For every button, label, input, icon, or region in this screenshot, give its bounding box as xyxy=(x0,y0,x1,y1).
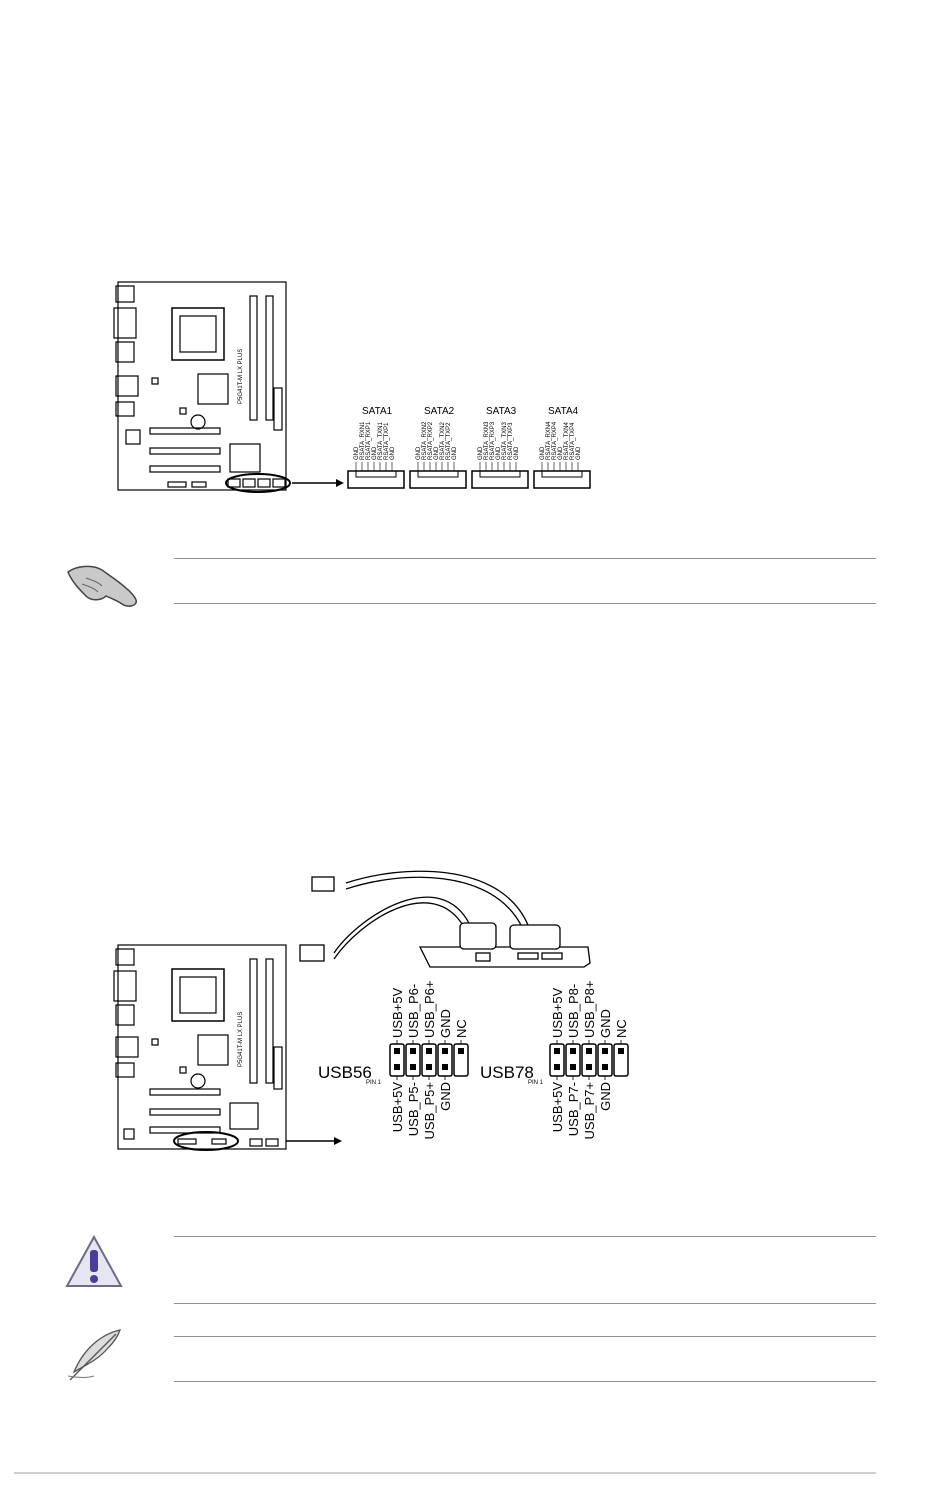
usb78-label: USB78 xyxy=(480,1063,534,1082)
svg-text:GND: GND xyxy=(558,446,564,460)
svg-text:USB+5V: USB+5V xyxy=(550,987,565,1038)
sata4-label: SATA4 xyxy=(548,406,579,417)
usb56-header: USB56 PIN 1 USB+5V USB_P6- USB_P6+ GND N… xyxy=(318,981,469,1140)
svg-text:USB+5V: USB+5V xyxy=(390,987,405,1038)
usb-connector-figure: P5G41T-M LX PLUS xyxy=(113,870,591,1151)
svg-text:GND: GND xyxy=(540,446,546,460)
svg-text:RSATA_RXN4: RSATA_RXN4 xyxy=(546,421,552,460)
svg-text:USB_P7-: USB_P7- xyxy=(566,1082,581,1136)
svg-text:RSATA_TXP3: RSATA_TXP3 xyxy=(508,422,514,460)
svg-text:RSATA_TXN4: RSATA_TXN4 xyxy=(564,422,570,460)
svg-text:USB_P5-: USB_P5- xyxy=(406,1082,421,1136)
svg-text:USB_P8-: USB_P8- xyxy=(566,984,581,1038)
svg-text:RSATA_TXN3: RSATA_TXN3 xyxy=(502,422,508,460)
usb-bracket-cable xyxy=(299,870,591,968)
svg-text:USB_P5+: USB_P5+ xyxy=(422,1082,437,1139)
svg-text:NC: NC xyxy=(614,1019,629,1038)
svg-text:RSATA_RXP4: RSATA_RXP4 xyxy=(552,421,558,460)
svg-text:GND: GND xyxy=(478,446,484,460)
motherboard-diagram-usb xyxy=(113,944,287,1151)
usb78-pin1-label: PIN 1 xyxy=(528,1080,544,1086)
svg-text:RSATA_RXP1: RSATA_RXP1 xyxy=(366,421,372,460)
svg-text:GND: GND xyxy=(390,446,396,460)
pointing-hand-icon xyxy=(67,565,137,607)
sata2-label: SATA2 xyxy=(424,406,455,417)
usb56-pin1-label: PIN 1 xyxy=(366,1080,382,1086)
footer-rule xyxy=(14,1472,876,1474)
svg-text:RSATA_RXP2: RSATA_RXP2 xyxy=(428,421,434,460)
svg-text:NC: NC xyxy=(454,1019,469,1038)
svg-text:USB_P6+: USB_P6+ xyxy=(422,981,437,1038)
board-model-label: P5G41T-M LX PLUS xyxy=(238,349,244,404)
svg-text:RSATA_RXN1: RSATA_RXN1 xyxy=(360,421,366,460)
usb78-header: USB78 PIN 1 USB+5V USB_P8- USB_P8+ GND N… xyxy=(480,981,629,1140)
svg-text:GND: GND xyxy=(576,446,582,460)
svg-text:RSATA_RXP3: RSATA_RXP3 xyxy=(490,421,496,460)
svg-text:RSATA_RXN2: RSATA_RXN2 xyxy=(422,421,428,460)
svg-text:GND: GND xyxy=(416,446,422,460)
svg-text:RSATA_TXP4: RSATA_TXP4 xyxy=(570,422,576,460)
usb-pointer-arrow xyxy=(286,1137,342,1145)
svg-text:RSATA_TXP1: RSATA_TXP1 xyxy=(384,422,390,460)
svg-text:USB+5V: USB+5V xyxy=(550,1082,565,1133)
sata3-label: SATA3 xyxy=(486,406,517,417)
motherboard-diagram-sata xyxy=(113,281,291,493)
svg-text:GND: GND xyxy=(514,446,520,460)
svg-text:RSATA_RXN3: RSATA_RXN3 xyxy=(484,421,490,460)
sata3-connector: SATA3 xyxy=(471,406,529,489)
sata1-label: SATA1 xyxy=(362,406,393,417)
svg-text:RSATA_TXP2: RSATA_TXP2 xyxy=(446,422,452,460)
sata-pin-leaders xyxy=(355,462,579,471)
svg-text:GND: GND xyxy=(598,1082,613,1111)
svg-text:RSATA_TXN1: RSATA_TXN1 xyxy=(378,422,384,460)
note1-top-rule xyxy=(174,558,876,559)
sata-connector-figure: P5G41T-M LX PLUS SATA1 SATA2 SATA3 SATA4… xyxy=(113,281,591,493)
caution-bottom-rule xyxy=(174,1303,876,1304)
svg-text:USB_P7+: USB_P7+ xyxy=(582,1082,597,1139)
note2-bottom-rule xyxy=(174,1381,876,1382)
sata-pin-labels: GND RSATA_RXN1 RSATA_RXP1 GND RSATA_TXN1… xyxy=(354,421,582,460)
sata4-connector: SATA4 xyxy=(533,406,591,489)
note1-bottom-rule xyxy=(174,603,876,604)
svg-text:GND: GND xyxy=(372,446,378,460)
board-model-label-usb: P5G41T-M LX PLUS xyxy=(238,1012,244,1067)
svg-text:GND: GND xyxy=(434,446,440,460)
sata1-connector: SATA1 xyxy=(347,406,405,489)
svg-text:GND: GND xyxy=(438,1009,453,1038)
svg-text:GND: GND xyxy=(452,446,458,460)
sata2-connector: SATA2 xyxy=(409,406,467,489)
svg-text:GND: GND xyxy=(438,1082,453,1111)
note2-top-rule xyxy=(174,1336,876,1337)
svg-text:USB+5V: USB+5V xyxy=(390,1082,405,1133)
warning-triangle-icon xyxy=(65,1234,123,1287)
svg-text:GND: GND xyxy=(598,1009,613,1038)
svg-text:RSATA_TXN2: RSATA_TXN2 xyxy=(440,422,446,460)
svg-text:GND: GND xyxy=(496,446,502,460)
sata-pointer-arrow xyxy=(292,479,344,487)
svg-text:USB_P8+: USB_P8+ xyxy=(582,981,597,1038)
svg-text:USB_P6-: USB_P6- xyxy=(406,984,421,1038)
usb56-label: USB56 xyxy=(318,1063,372,1082)
feather-quill-icon xyxy=(67,1329,121,1381)
caution-top-rule xyxy=(174,1236,876,1237)
svg-text:GND: GND xyxy=(354,446,360,460)
